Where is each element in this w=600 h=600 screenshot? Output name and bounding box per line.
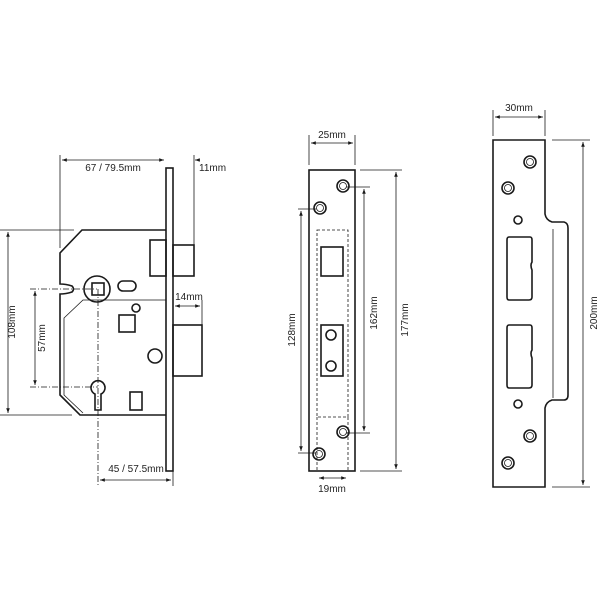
keyhole-icon	[90, 379, 106, 411]
latch-strike-opening	[506, 236, 533, 301]
small-hole	[131, 303, 141, 313]
forend-width-label: 25mm	[318, 130, 346, 141]
lever-stop	[129, 391, 143, 411]
latch-opening	[320, 246, 344, 277]
strike-width-label: 30mm	[505, 103, 533, 114]
backset-label: 45 / 57.5mm	[108, 464, 164, 475]
latch-projection-label: 11mm	[199, 163, 226, 174]
forend-dimensions: 25mm 128mm 162mm 177mm 19mm	[287, 130, 411, 495]
forend-height-label: 177mm	[400, 303, 411, 336]
bolt-strike-opening	[506, 324, 533, 389]
screw-hole-icon	[313, 201, 327, 215]
screw-hole-icon	[336, 179, 350, 193]
square-follower	[118, 314, 136, 333]
sashlock-faceplate	[165, 167, 174, 472]
screw-hole-icon	[523, 429, 537, 443]
inner-fixing-label: 128mm	[287, 313, 298, 346]
screw-hole-icon	[523, 155, 537, 169]
bolt-opening	[320, 324, 344, 377]
sashlock-case-outline	[59, 229, 166, 416]
width-dimension-label: 67 / 79.5mm	[85, 163, 141, 174]
screw-hole-icon	[501, 181, 515, 195]
recess-outline	[316, 229, 349, 418]
screw-hole-icon	[312, 447, 326, 461]
latch-bolt	[172, 244, 195, 277]
bolt-throw-label: 14mm	[175, 292, 203, 303]
fixing-hole	[147, 348, 163, 364]
sashlock-dimensions: 67 / 79.5mm 11mm 108mm 57mm 14mm 45 / 57…	[0, 155, 226, 486]
strike-height-label: 200mm	[589, 296, 600, 329]
centres-label: 57mm	[37, 324, 48, 352]
dead-bolt	[172, 324, 203, 377]
oval-slot	[117, 280, 137, 292]
sashlock-inner-outline	[63, 299, 166, 414]
sashlock-body	[59, 167, 203, 472]
latch-housing	[149, 239, 167, 277]
strike-plate-dimensions: 30mm 200mm	[492, 103, 600, 488]
strike-plate	[492, 139, 569, 488]
recess-width-label: 19mm	[318, 484, 346, 495]
screw-hole-icon	[501, 456, 515, 470]
case-height-label: 108mm	[7, 305, 18, 338]
screw-hole-icon	[336, 425, 350, 439]
spindle-hub	[83, 275, 111, 303]
outer-fixing-label: 162mm	[369, 296, 380, 329]
forend-plate	[308, 169, 356, 472]
